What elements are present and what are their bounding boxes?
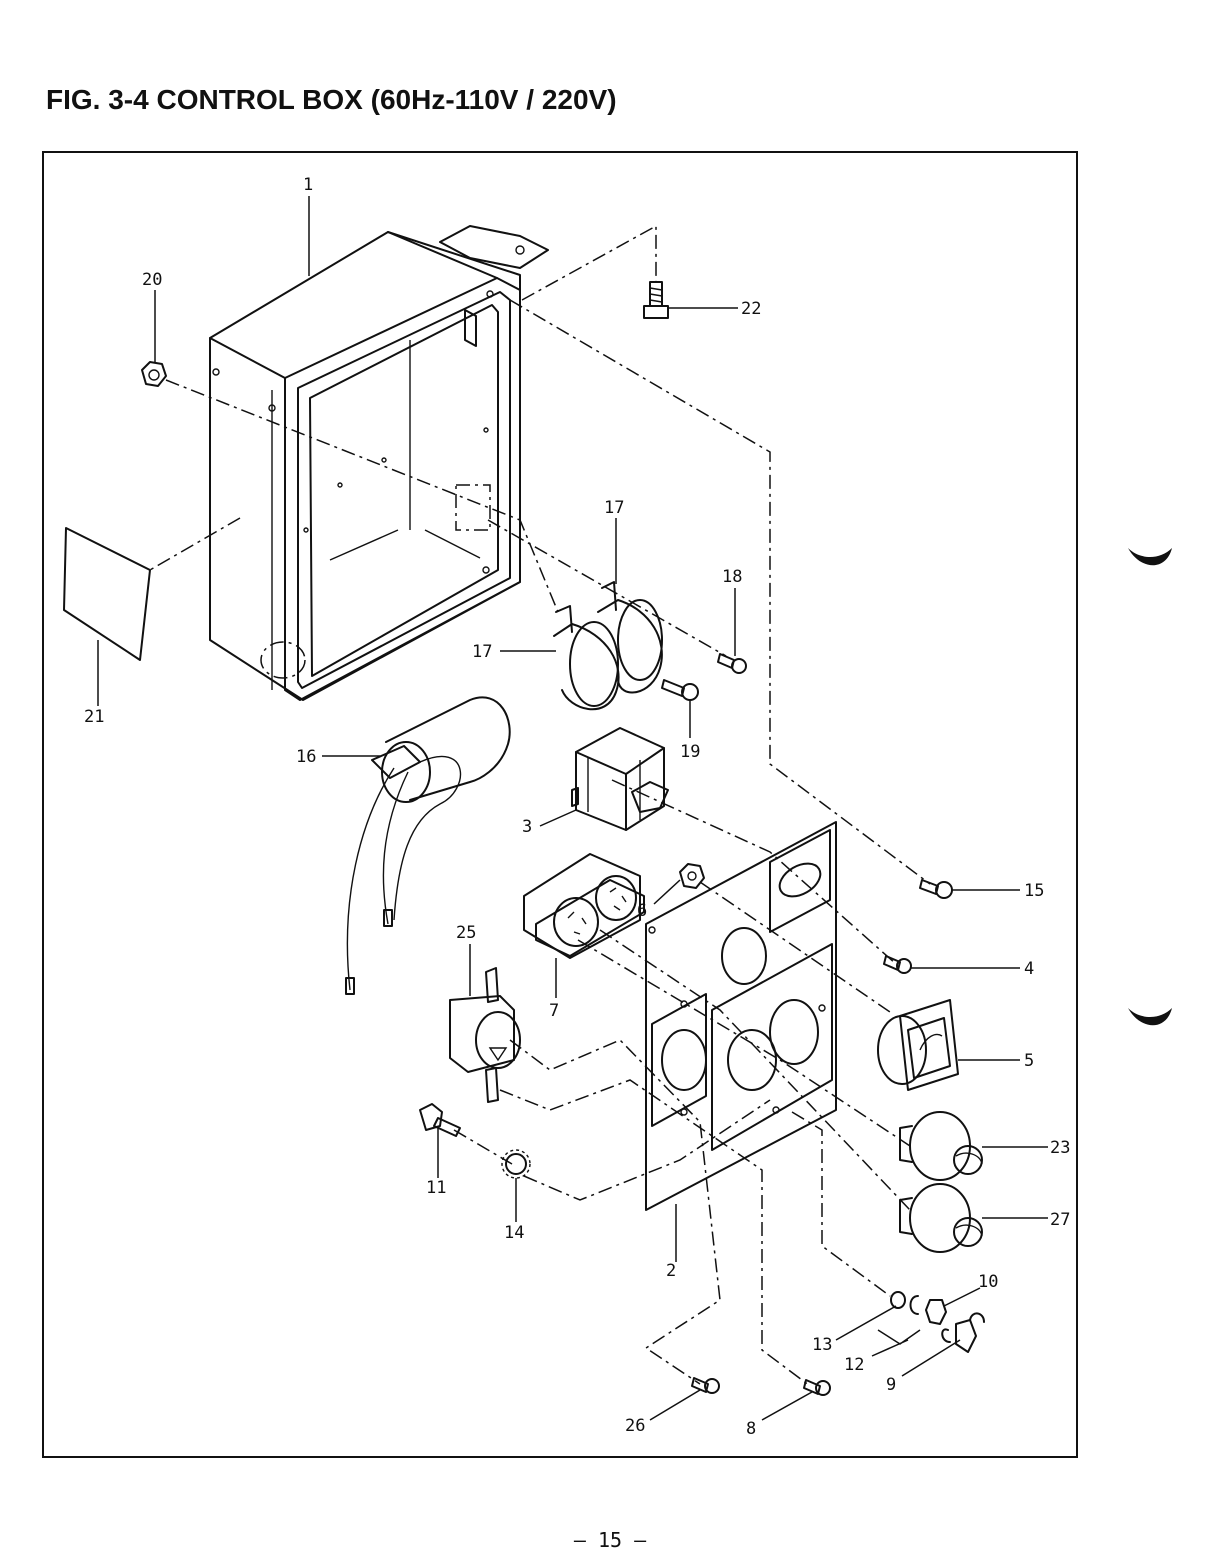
part-17-clamp-bands bbox=[554, 582, 662, 709]
callout-19: 19 bbox=[680, 742, 700, 762]
callout-6: 6 bbox=[637, 901, 647, 921]
leader-lines bbox=[98, 196, 1048, 1420]
callout-2: 2 bbox=[666, 1261, 676, 1281]
part-27-control bbox=[900, 1184, 982, 1252]
part-26-screw bbox=[692, 1378, 719, 1393]
callout-16: 16 bbox=[296, 747, 316, 767]
part-11-bolt bbox=[420, 1104, 460, 1136]
callout-14: 14 bbox=[504, 1223, 524, 1243]
callout-1: 1 bbox=[303, 175, 313, 195]
part-4-screw bbox=[884, 956, 911, 973]
part-13-washer bbox=[891, 1292, 905, 1308]
part-8-screw bbox=[804, 1380, 830, 1395]
part-2-control-panel bbox=[646, 822, 836, 1210]
part-12-lock-washer bbox=[911, 1296, 919, 1314]
part-25-receptacle bbox=[450, 968, 520, 1102]
callout-3: 3 bbox=[522, 817, 532, 837]
callout-17-lower: 17 bbox=[472, 642, 492, 662]
part-15-screw bbox=[920, 880, 952, 898]
callout-22: 22 bbox=[741, 299, 761, 319]
part-9-wing-nut bbox=[942, 1313, 984, 1352]
callout-13: 13 bbox=[812, 1335, 832, 1355]
part-20-nut bbox=[142, 362, 166, 386]
callout-10: 10 bbox=[978, 1272, 998, 1292]
assembly-lines bbox=[150, 226, 930, 1386]
page-number: – 15 – bbox=[0, 1528, 1220, 1552]
callout-18: 18 bbox=[722, 567, 742, 587]
callout-26: 26 bbox=[625, 1416, 645, 1436]
part-16-capacitor bbox=[346, 697, 510, 994]
part-19-screw bbox=[662, 680, 698, 700]
part-23-control bbox=[900, 1112, 982, 1180]
part-5-meter bbox=[878, 1000, 958, 1090]
callout-11: 11 bbox=[426, 1178, 446, 1198]
part-18-screw bbox=[718, 654, 746, 673]
callout-17-upper: 17 bbox=[604, 498, 624, 518]
callout-23: 23 bbox=[1050, 1138, 1070, 1158]
callout-labels: 1 20 22 21 17 17 18 19 16 3 15 6 4 25 7 … bbox=[84, 175, 1070, 1439]
part-14-star-washer bbox=[502, 1150, 530, 1178]
part-6-nut bbox=[680, 864, 704, 888]
part-22-bolt bbox=[644, 282, 668, 318]
callout-15: 15 bbox=[1024, 881, 1044, 901]
callout-9: 9 bbox=[886, 1375, 896, 1395]
callout-4: 4 bbox=[1024, 959, 1034, 979]
callout-8: 8 bbox=[746, 1419, 756, 1439]
control-box-housing bbox=[210, 226, 548, 700]
callout-20: 20 bbox=[142, 270, 162, 290]
part-21-label-plate bbox=[64, 528, 150, 660]
part-10-nut bbox=[926, 1300, 946, 1324]
callout-5: 5 bbox=[1024, 1051, 1034, 1071]
binder-hole-marks bbox=[1128, 548, 1172, 1025]
callout-12: 12 bbox=[844, 1355, 864, 1375]
callout-25: 25 bbox=[456, 923, 476, 943]
part-7-duplex-receptacle bbox=[524, 854, 644, 958]
callout-27: 27 bbox=[1050, 1210, 1070, 1230]
callout-21: 21 bbox=[84, 707, 104, 727]
callout-7: 7 bbox=[549, 1001, 559, 1021]
part-3-circuit-breaker bbox=[572, 728, 668, 830]
